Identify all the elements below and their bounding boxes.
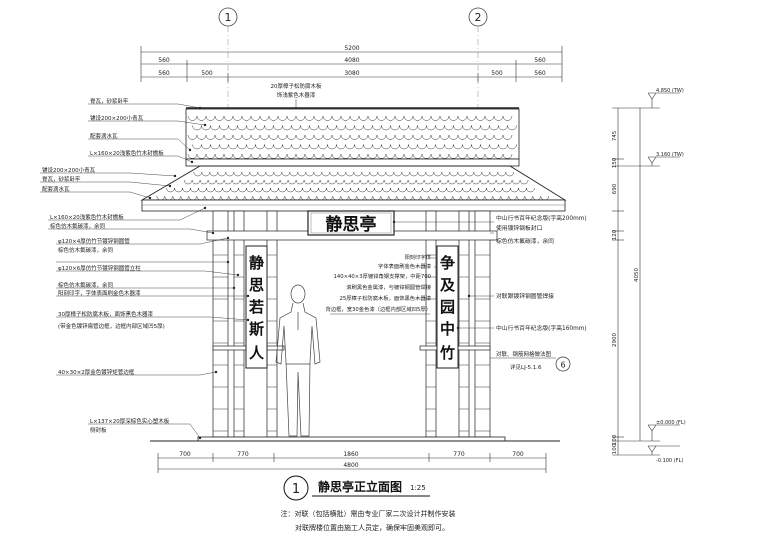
right-couplet-char: 园 xyxy=(440,298,455,316)
left-note-3: 配套滴水瓦 xyxy=(90,132,118,140)
human-scale-figure xyxy=(275,284,321,437)
detail-ref-number: 6 xyxy=(560,361,565,370)
level-top: 4.850 (TW) xyxy=(656,88,684,94)
right-note-5: 中山行书百年纪念版(字高160mm) xyxy=(496,324,587,332)
dim-right-seg-2: 150 xyxy=(612,157,618,168)
left-note-17: 40×30×2厚金色镀锌矩管边框 xyxy=(58,368,135,376)
left-couplet: 静 思 若 斯 人 xyxy=(245,245,268,369)
level-bottom: -0.100 (FL) xyxy=(656,458,683,464)
dim-top-3e: 560 xyxy=(534,70,546,77)
left-note-4: L×160×20浅紫色竹木封檐板 xyxy=(90,149,164,157)
title-text: 静思亭正立面图 xyxy=(318,479,402,494)
left-note-12: φ120×6厚仿竹节镀锌钢圆管立柱 xyxy=(58,264,141,272)
top-note-1: 20厚樟子松防腐木板 xyxy=(271,82,322,90)
left-note-7: 配套滴水瓦 xyxy=(42,185,70,193)
left-couplet-char: 静 xyxy=(249,254,264,272)
lower-roof xyxy=(140,165,567,212)
right-couplet-char: 竹 xyxy=(439,344,455,362)
dim-top-3b: 500 xyxy=(201,70,213,77)
dim-overall-top: 5200 xyxy=(344,45,359,52)
left-leaders xyxy=(40,103,249,439)
dim-top-2b: 4080 xyxy=(344,57,359,64)
left-note-15: 30厚樟子松防腐木板，面饰黑色木器漆 xyxy=(58,310,153,318)
dim-right-total: 4050 xyxy=(634,268,640,282)
left-note-10: φ120×4厚仿竹节镀锌钢圆管 xyxy=(58,237,130,245)
center-note-6: 背边框，宽30金色漆（边框内部区域凹5厚） xyxy=(326,305,431,313)
ground-line xyxy=(150,436,560,442)
left-note-6: 脊瓦，砂浆卧牢 xyxy=(42,175,81,183)
right-note-3: 棕色仿木氟碳漆，余同 xyxy=(496,237,554,245)
level-mid: 3.160 (TW) xyxy=(656,152,684,158)
dim-right-seg-1: 745 xyxy=(612,130,618,141)
left-note-18: L×137×20厚深棕色实心塑木板 xyxy=(90,417,170,425)
dim-bottom-overall: 4800 xyxy=(343,462,358,469)
right-couplet-char: 及 xyxy=(440,276,456,294)
dim-top-3d: 500 xyxy=(491,70,503,77)
right-note-1: 中山行书百年纪念版(字高200mm) xyxy=(496,214,587,222)
drawing-title: 1 静思亭正立面图 1:25 xyxy=(283,475,430,501)
left-note-16: (带金色镀锌扁管边框，边框内部区域凹5厚) xyxy=(58,322,165,330)
dim-bottom-c: 1860 xyxy=(343,451,358,458)
dim-right-bottom: 100 xyxy=(612,443,618,454)
dim-right-seg-4: 120 xyxy=(612,229,618,240)
top-dimensions xyxy=(140,46,563,82)
center-leaders xyxy=(330,257,437,315)
left-note-14: 阳刻印字，字体表面刷金色木器漆 xyxy=(58,289,141,297)
right-couplet-char: 中 xyxy=(440,320,455,338)
upper-roof xyxy=(185,107,520,167)
center-note-5: 25厚樟子松防腐木板，面饰黑色木器漆 xyxy=(340,294,432,302)
top-note-2: 饰浅紫色木器漆 xyxy=(277,91,316,99)
left-note-19: 侧封板 xyxy=(90,426,107,434)
center-note-2: 字体表面刷金色木器漆 xyxy=(378,262,432,270)
dim-top-3a: 560 xyxy=(158,70,170,77)
dim-bottom-b: 770 xyxy=(237,451,249,458)
dim-right-seg-5: 2900 xyxy=(612,333,618,347)
left-note-8: L×160×20浅紫色竹木封檐板 xyxy=(50,213,124,221)
dim-bottom-d: 770 xyxy=(453,451,465,458)
dim-bottom-e: 700 xyxy=(512,451,524,458)
title-number: 1 xyxy=(292,482,300,497)
right-leader-dots xyxy=(392,220,471,330)
right-leaders xyxy=(394,221,556,359)
right-note-2: 使用镀锌钢板封口 xyxy=(496,224,543,232)
left-note-1: 脊瓦，砂浆卧牢 xyxy=(90,97,129,105)
left-couplet-char: 人 xyxy=(249,344,265,362)
left-couplet-char: 若 xyxy=(248,298,264,316)
left-note-2: 铺设200×200小青瓦 xyxy=(90,114,144,122)
dim-right-seg-6: 100 xyxy=(612,434,618,445)
right-note-4: 对联跟镀锌钢圆管焊接 xyxy=(496,292,554,300)
left-leader-dots xyxy=(148,106,250,440)
right-note-7: 详见LJ-5.1.6 xyxy=(510,363,542,371)
dim-bottom-a: 700 xyxy=(179,451,191,458)
plaque: 静思亭 xyxy=(307,210,395,236)
right-note-6: 对联、钢筋网格做法图 xyxy=(496,350,552,358)
right-couplet: 争 及 园 中 竹 xyxy=(436,245,459,369)
grid-axis-1-label: 1 xyxy=(225,11,232,24)
right-dimensions xyxy=(612,92,680,456)
level-ground: ±0.000 (FL) xyxy=(656,420,686,426)
left-note-13: 棕色仿木氟碳漆，余同 xyxy=(58,281,114,289)
detail-ref-bubble: 6 xyxy=(555,356,571,372)
left-note-9: 棕色仿木氟碳漆，余同 xyxy=(50,222,106,230)
footer-note-1: 注：对联（包括横批）需由专业厂家二次设计并制作安装 xyxy=(281,509,456,518)
center-note-1: 阳刻印字体 xyxy=(405,253,432,261)
center-note-3: 140×40×3厚镀锌角钢支撑架，中距700 xyxy=(334,272,432,280)
footer-note-2: 对联牌楼位置由施工人员定，确保牢固美观即可。 xyxy=(295,523,449,532)
bottom-dimensions xyxy=(157,453,547,473)
title-scale: 1:25 xyxy=(410,484,426,492)
left-note-5: 铺设200×200小青瓦 xyxy=(42,166,96,174)
plaque-text: 静思亭 xyxy=(326,214,377,235)
dim-right-seg-3: 690 xyxy=(612,183,618,194)
right-couplet-char: 争 xyxy=(440,254,455,272)
center-note-4: 滚刷黑色金属漆，与镀锌钢圆管焊接 xyxy=(346,283,431,291)
dim-top-2c: 560 xyxy=(534,57,546,64)
dim-top-3c: 3080 xyxy=(344,70,359,77)
left-couplet-char: 斯 xyxy=(249,320,264,338)
left-couplet-char: 思 xyxy=(249,276,264,294)
left-note-11: 棕色仿木氟碳漆，余同 xyxy=(58,246,114,254)
dim-top-2a: 560 xyxy=(158,57,170,64)
grid-axis-2-label: 2 xyxy=(475,11,482,24)
